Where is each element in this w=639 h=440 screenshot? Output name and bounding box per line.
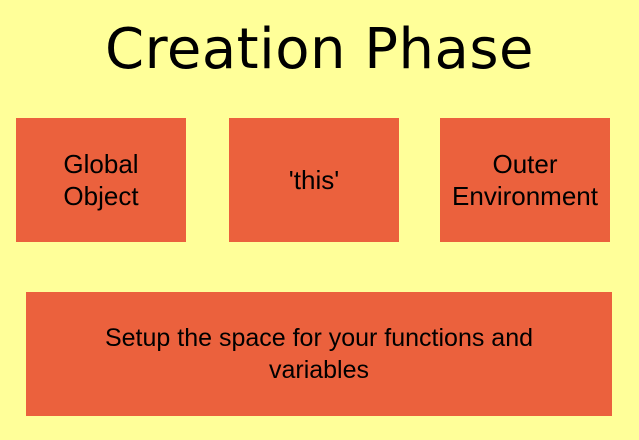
outer-environment-label-line-1: Outer [492, 149, 558, 179]
outer-environment-label-line-2: Environment [452, 181, 598, 211]
global-object-label-line-1: Global [63, 149, 139, 179]
global-object-label-line-2: Object [63, 181, 139, 211]
setup-space-box: Setup the space for your functions and v… [26, 292, 612, 416]
this-label: 'this' [288, 165, 340, 195]
outer-environment-label: Outer Environment [452, 148, 598, 212]
outer-environment-box: Outer Environment [440, 118, 610, 242]
global-object-label: Global Object [63, 148, 138, 212]
this-box: 'this' [229, 118, 399, 242]
setup-space-label: Setup the space for your functions and v… [105, 322, 533, 386]
setup-space-label-line-2: variables [268, 356, 370, 384]
diagram-title: Creation Phase [105, 17, 534, 82]
global-object-box: Global Object [16, 118, 186, 242]
setup-space-label-line-1: Setup the space for your functions and [104, 324, 534, 352]
